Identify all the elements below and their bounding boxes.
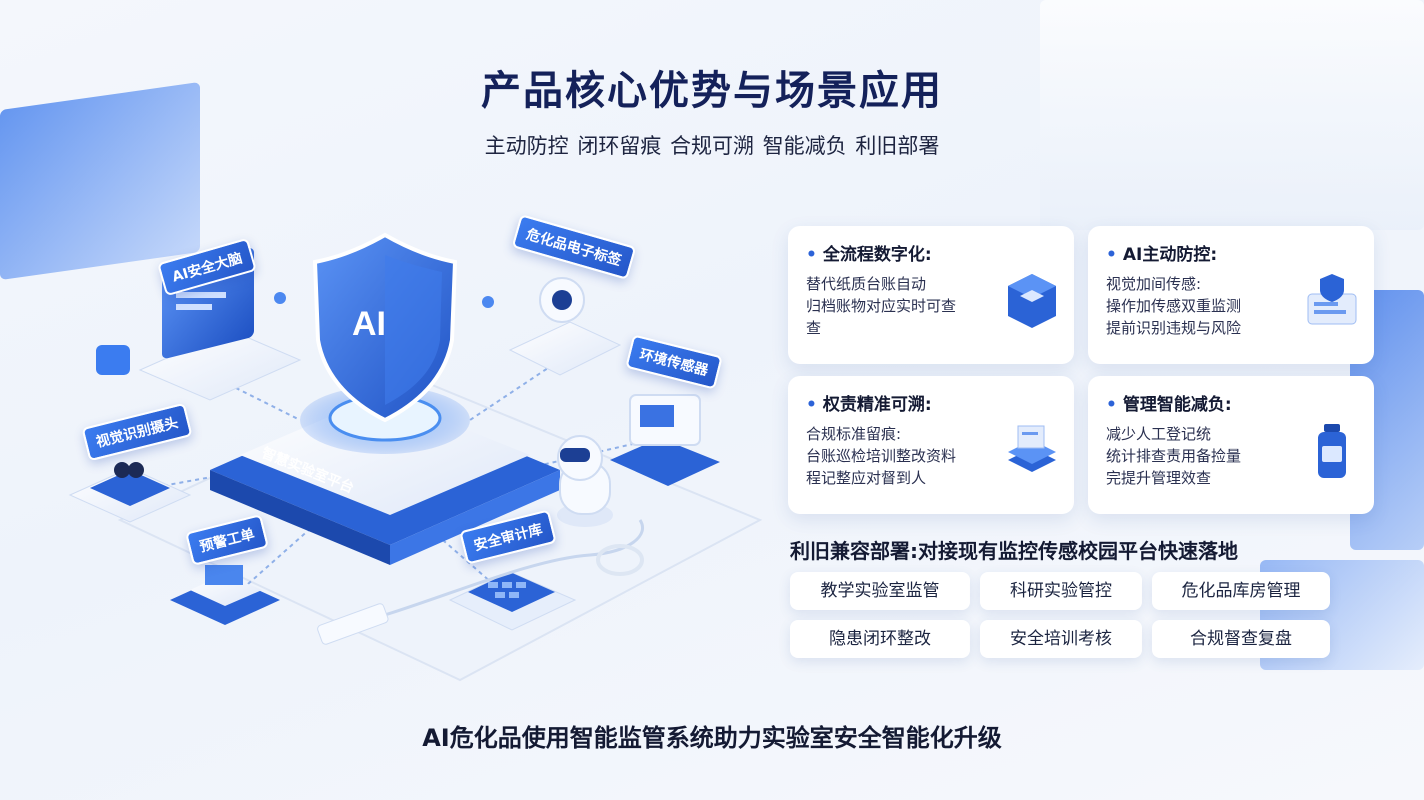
card-workload-reduction: 管理智能减负: 减少人工登记统 统计排查责用备捡量 完提升管理效查	[1088, 376, 1374, 514]
database-icon	[448, 571, 577, 631]
robot-icon	[557, 435, 613, 527]
bottle-icon	[1318, 424, 1346, 478]
scenario-chip: 科研实验管控	[980, 572, 1142, 610]
card-line: 台账巡检培训整改资料	[806, 447, 957, 465]
card-ai-prevention: AI主动防控: 视觉加间传感: 操作加传感双重监测 提前识别违规与风险	[1088, 226, 1374, 364]
card-line: 操作加传感双重监测	[1106, 297, 1242, 315]
scenario-chip: 安全培训考核	[980, 620, 1142, 658]
compat-title: 利旧兼容部署:对接现有监控传感校园平台快速落地	[790, 539, 1238, 563]
document-stack-icon	[1008, 425, 1056, 472]
card-line: 提前识别违规与风险	[1106, 319, 1242, 337]
shield-dashboard-icon	[1307, 274, 1357, 325]
scenario-chip: 危化品库房管理	[1152, 572, 1330, 610]
shield-icon: AI	[312, 232, 458, 423]
sensor-device-icon	[610, 394, 720, 486]
card-title: 权责精准可溯:	[806, 390, 1060, 415]
card-title: 管理智能减负:	[1106, 390, 1360, 415]
card-line: 视觉加间传感:	[1106, 275, 1202, 293]
card-digitalization: 全流程数字化: 替代纸质台账自动 归档账物对应实时可查 查	[788, 226, 1074, 364]
scenario-chip: 合规督查复盘	[1152, 620, 1330, 658]
card-accountability: 权责精准可溯: 合规标准留痕: 台账巡检培训整改资料 程记整应对督到人	[788, 376, 1074, 514]
page-subtitle: 主动防控 闭环留痕 合规可溯 智能减负 利旧部署	[484, 134, 940, 158]
page-title: 产品核心优势与场景应用	[481, 68, 943, 114]
card-line: 查	[806, 319, 822, 337]
ticket-icon	[170, 565, 280, 625]
card-line: 减少人工登记统	[1106, 425, 1212, 443]
card-line: 合规标准留痕:	[806, 425, 902, 443]
scenario-chip: 教学实验室监管	[790, 572, 970, 610]
platform-base	[210, 386, 560, 565]
scenario-chip: 隐患闭环整改	[790, 620, 970, 658]
vision-camera-icon	[68, 462, 192, 523]
camera-icon	[508, 277, 622, 376]
card-line: 替代纸质台账自动	[806, 275, 927, 293]
card-line: 完提升管理效查	[1106, 469, 1212, 487]
system-illustration: AI	[68, 232, 763, 682]
card-line: 统计排查责用备捡量	[1106, 447, 1242, 465]
card-title: 全流程数字化:	[806, 240, 1060, 265]
card-line: 程记整应对督到人	[806, 469, 927, 487]
svg-text:AI: AI	[352, 305, 386, 343]
card-title: AI主动防控:	[1106, 240, 1360, 265]
background-tile	[1040, 0, 1424, 230]
footer-tagline: AI危化品使用智能监管系统助力实验室安全智能化升级	[422, 724, 1002, 752]
cube-icon	[1008, 274, 1056, 328]
card-line: 归档账物对应实时可查	[806, 297, 957, 315]
